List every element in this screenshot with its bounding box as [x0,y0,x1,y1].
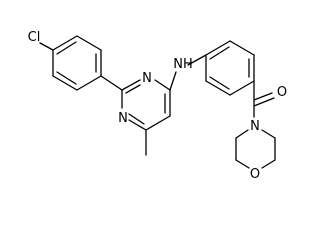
pyrimidine-nitrogen-bottom-label: N [118,111,128,126]
bond-lines [39,35,276,169]
background [0,0,306,197]
amine-nh-label: NH [173,57,193,72]
molecule-structure: Cl N N NH O N O [0,0,306,197]
morpholine-nitrogen-label: N [250,119,260,134]
carbonyl-oxygen-label: O [277,85,287,100]
chlorine-label: Cl [28,30,41,45]
morpholine-oxygen-label: O [250,167,260,182]
pyrimidine-nitrogen-top-label: N [142,71,152,86]
